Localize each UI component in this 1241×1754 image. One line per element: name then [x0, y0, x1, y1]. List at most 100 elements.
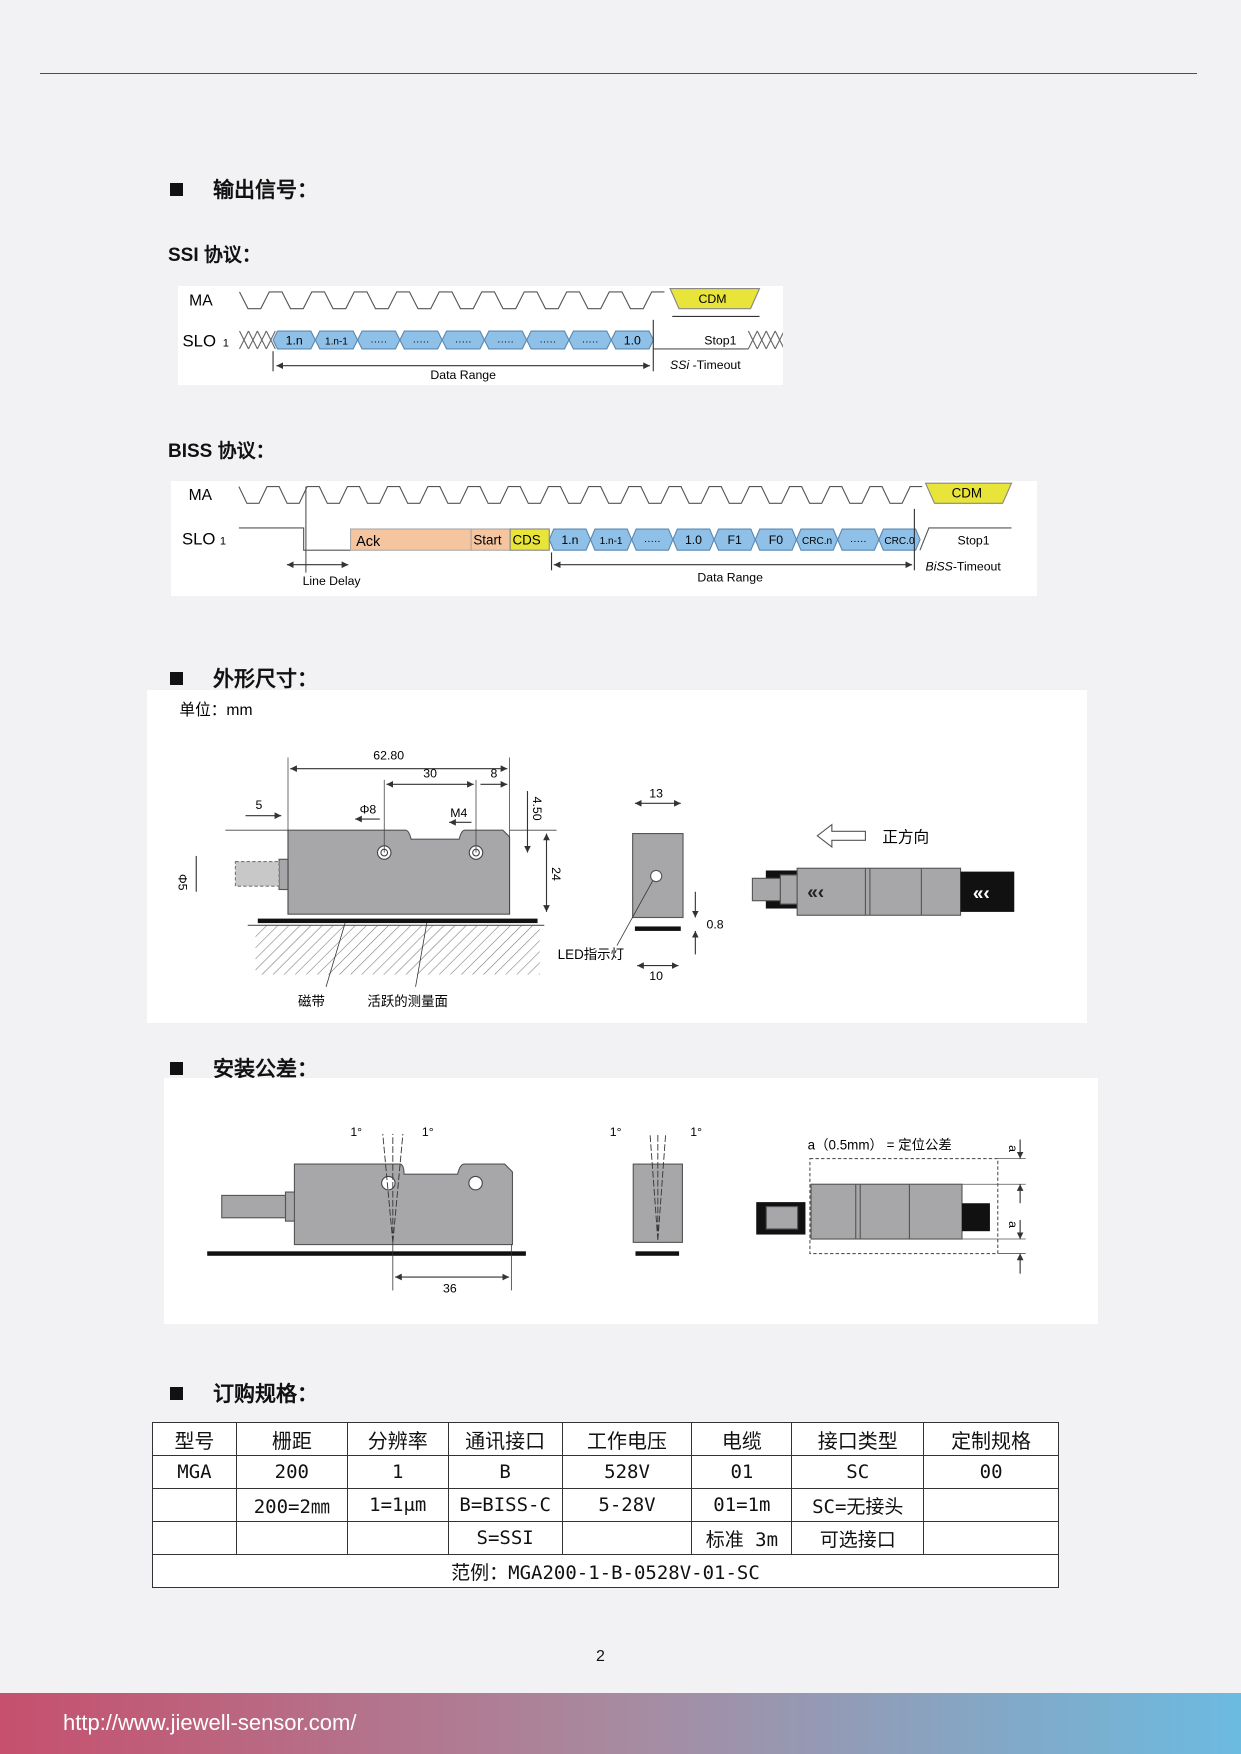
data-cell: F0 [754, 528, 798, 551]
stop-label: Stop1 [958, 534, 990, 548]
cds-label: CDS [512, 533, 540, 548]
data-cell-label: 1.0 [624, 333, 641, 347]
table-cell: 栅距 [235, 1422, 348, 1456]
data-cell-label: CRC.n [802, 536, 832, 547]
table-cell: 定制规格 [923, 1422, 1059, 1456]
cdm-label: CDM [952, 486, 982, 501]
table-cell: 可选接口 [791, 1521, 925, 1555]
footer-band: http://www.jiewell-sensor.com/ [0, 1693, 1241, 1754]
table-row: 型号栅距分辨率通讯接口工作电压电缆接口类型定制规格 [152, 1422, 1059, 1456]
data-cell: ····· [568, 330, 612, 350]
bullet-square-icon [170, 671, 183, 685]
data-cell: 1.0 [610, 330, 655, 350]
table-cell [152, 1521, 237, 1555]
ma-label: MA [189, 487, 213, 504]
table-cell: SC=无接头 [791, 1488, 925, 1522]
header-rule [40, 73, 1197, 74]
data-cell: ····· [483, 330, 528, 350]
table-cell [152, 1488, 237, 1522]
section-heading-dimensions: 外形尺寸： [170, 663, 318, 693]
table-cell: 01 [691, 1455, 793, 1489]
angle-label-left: 1° [350, 1125, 362, 1139]
sensor-top-view [796, 867, 962, 916]
table-cell: 528V [561, 1455, 693, 1489]
heading-text: 输出信号： [213, 179, 318, 202]
data-cell: 1.n [272, 330, 316, 350]
dim-24: 24 [549, 867, 563, 881]
section-heading-ordering: 订购规格： [170, 1378, 318, 1408]
heading-text: 安装公差： [213, 1058, 318, 1081]
data-cell-label: ····· [850, 536, 867, 547]
data-cell: F1 [713, 528, 756, 551]
dim-5: 5 [256, 798, 263, 812]
table-cell [346, 1521, 449, 1555]
table-cell: 01=1m [691, 1488, 793, 1522]
table-cell: 接口类型 [791, 1422, 925, 1456]
start-label: Start [473, 533, 502, 548]
table-cell: B [447, 1455, 563, 1489]
data-cell-label: ····· [497, 336, 514, 347]
active-surface-label: 活跃的测量面 [367, 994, 447, 1009]
heading-text: 订购规格： [213, 1383, 318, 1406]
data-cell: ····· [631, 528, 674, 551]
tape-label: 磁带 [298, 994, 325, 1009]
table-cell: 200=2㎜ [235, 1488, 348, 1522]
table-cell [561, 1521, 693, 1555]
dim-36: 36 [443, 1282, 457, 1296]
data-cell: ····· [399, 330, 443, 350]
data-cell-label: ····· [582, 336, 599, 347]
stop-label: Stop1 [704, 333, 736, 347]
ack-label: Ack [356, 534, 381, 550]
data-cell-label: 1.n-1 [600, 536, 623, 547]
data-cell: CRC.0 [878, 528, 921, 551]
chevron-icon: «‹ [807, 882, 824, 903]
table-cell: 1=1μm [346, 1488, 449, 1522]
table-cell: 通讯接口 [447, 1422, 563, 1456]
dim-10: 10 [649, 969, 663, 983]
table-cell [235, 1521, 348, 1555]
data-cell: 1.n-1 [314, 330, 359, 350]
dimension-drawing: 单位：mm 62.80 30 8 5 Φ8 M4 4.50 24 Φ5 磁带 活… [147, 690, 1087, 1023]
data-cell: 1.n-1 [589, 528, 633, 551]
sensor-top-view [810, 1183, 963, 1240]
table-cell [923, 1521, 1059, 1555]
timeout-label: SSi -Timeout [670, 358, 741, 372]
table-cell: 标准 3m [691, 1521, 793, 1555]
direction-arrow-icon [816, 823, 866, 849]
dim-4-50: 4.50 [530, 797, 544, 821]
data-cell: ····· [526, 330, 570, 350]
example-cell: 范例：MGA200-1-B-0528V-01-SC [152, 1554, 1059, 1588]
unit-label: 单位：mm [179, 701, 252, 719]
footer-url-link[interactable]: http://www.jiewell-sensor.com/ [63, 1710, 357, 1735]
data-range-label: Data Range [430, 368, 496, 382]
slo-label: SLO [182, 530, 216, 549]
dim-total: 62.80 [373, 749, 404, 763]
section-heading-output: 输出信号： [170, 174, 318, 204]
table-cell: 分辨率 [346, 1422, 449, 1456]
data-cell: CRC.n [795, 528, 839, 551]
tolerance-note: a（0.5mm） = 定位公差 [808, 1138, 952, 1153]
install-tolerance-drawing: 1° 1° 36 1° 1° a（0.5mm） = 定位公差 a a [164, 1078, 1098, 1324]
page-number: 2 [596, 1648, 605, 1665]
data-cell: 1.0 [672, 528, 715, 551]
table-cell: 1 [346, 1455, 449, 1489]
ssi-label: SSI 协议： [168, 245, 261, 266]
tolerance-a-label: a [1006, 1221, 1020, 1228]
table-cell: 工作电压 [561, 1422, 693, 1456]
led-indicator [650, 869, 663, 883]
dim-phi5: Φ5 [175, 874, 189, 891]
magnetic-tape [207, 1251, 526, 1256]
dim-0-8: 0.8 [707, 918, 724, 932]
table-cell: 电缆 [691, 1422, 793, 1456]
dim-8: 8 [491, 767, 498, 781]
table-cell [923, 1488, 1059, 1522]
direction-label: 正方向 [882, 829, 929, 847]
data-cell: ····· [356, 330, 401, 350]
bullet-square-icon [170, 1386, 183, 1400]
biss-label: BISS 协议： [168, 441, 275, 462]
table-cell: B=BISS-C [447, 1488, 563, 1522]
table-cell: 型号 [152, 1422, 237, 1456]
cdm-block [924, 482, 1013, 504]
